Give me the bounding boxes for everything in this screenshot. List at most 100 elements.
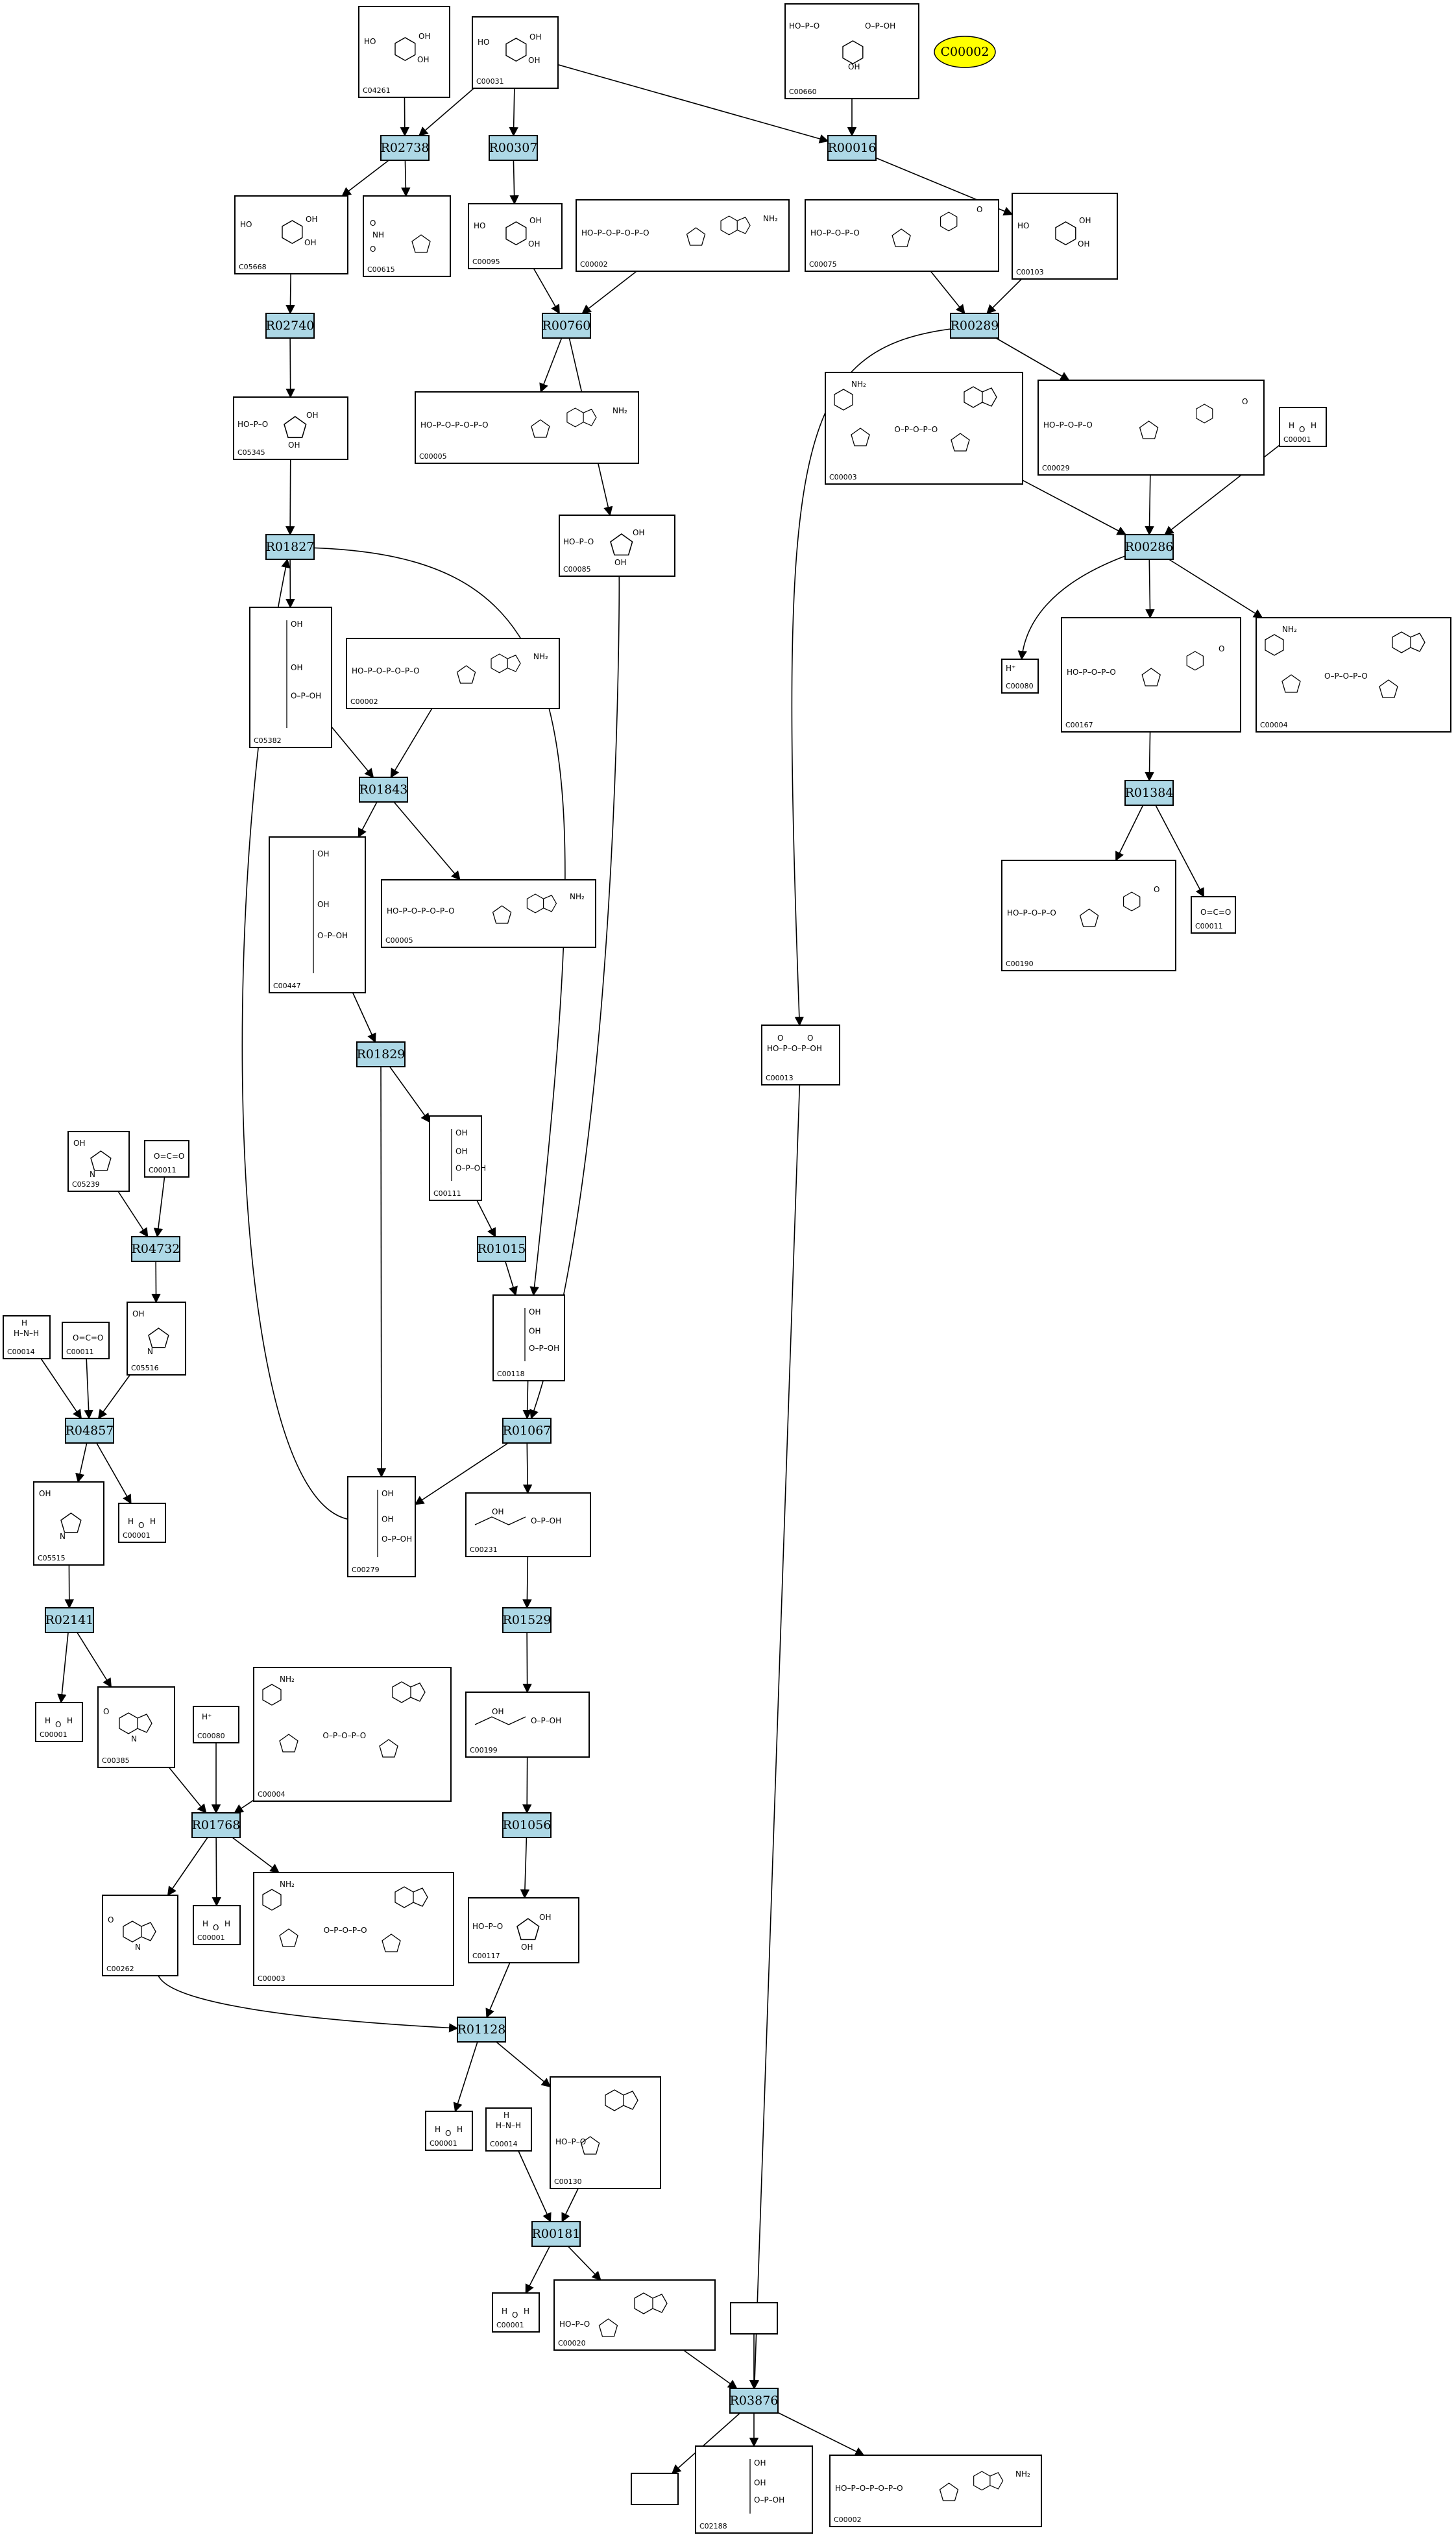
- reaction-R04732[interactable]: R04732: [131, 1236, 180, 1262]
- svg-text:HO–P–O: HO–P–O: [472, 1922, 503, 1931]
- compound-c00080a[interactable]: H⁺C00080: [1001, 659, 1039, 694]
- reaction-R01128[interactable]: R01128: [457, 2017, 506, 2043]
- reaction-R00307[interactable]: R00307: [489, 135, 538, 161]
- compound-cblank1[interactable]: [730, 2302, 778, 2335]
- reaction-R03876[interactable]: R03876: [729, 2388, 779, 2414]
- reaction-R04857[interactable]: R04857: [65, 1418, 114, 1444]
- reaction-R01827[interactable]: R01827: [265, 534, 315, 560]
- reaction-R00286[interactable]: R00286: [1124, 534, 1174, 560]
- reaction-R01384[interactable]: R01384: [1124, 780, 1174, 806]
- compound-box: [1001, 860, 1176, 971]
- reaction-R01768[interactable]: R01768: [191, 1812, 241, 1838]
- svg-text:O–P–OH: O–P–OH: [529, 1344, 559, 1353]
- edge-R01056-c00117: [520, 1837, 530, 1899]
- svg-text:O–P–OH: O–P–OH: [531, 1516, 561, 1525]
- compound-cblank2[interactable]: [631, 2473, 679, 2505]
- reaction-R00016[interactable]: R00016: [827, 135, 877, 161]
- compound-id-label: C00190: [1006, 960, 1034, 968]
- reaction-R02141[interactable]: R02141: [45, 1607, 94, 1633]
- reaction-R01829[interactable]: R01829: [356, 1041, 406, 1067]
- reaction-box: [950, 313, 999, 339]
- svg-text:N: N: [131, 1734, 137, 1743]
- compound-box: [233, 396, 348, 460]
- edge-c00002b-R01843: [390, 708, 433, 779]
- edge-R01384-c00190: [1115, 805, 1144, 862]
- reaction-R01067[interactable]: R01067: [502, 1418, 552, 1444]
- reaction-R01056[interactable]: R01056: [502, 1812, 552, 1838]
- reaction-R02738[interactable]: R02738: [380, 135, 430, 161]
- edge-c00075-R00289: [930, 271, 965, 315]
- edge-R01829-c00279: [376, 1066, 387, 1478]
- reaction-R00760[interactable]: R00760: [542, 313, 591, 339]
- reaction-label: R00286: [1125, 540, 1174, 554]
- reaction-R01529[interactable]: R01529: [502, 1607, 552, 1633]
- svg-text:OH: OH: [529, 1326, 540, 1335]
- reaction-R02740[interactable]: R02740: [265, 313, 315, 339]
- svg-text:NH₂: NH₂: [1282, 625, 1297, 634]
- svg-text:NH₂: NH₂: [570, 892, 585, 901]
- reaction-R00289[interactable]: R00289: [950, 313, 999, 339]
- reaction-R01015[interactable]: R01015: [477, 1236, 526, 1262]
- compound-id-label: C00011: [66, 1348, 94, 1356]
- compound-c00080b[interactable]: H⁺C00080: [193, 1706, 239, 1743]
- reaction-R01843[interactable]: R01843: [359, 777, 408, 803]
- svg-text:N: N: [135, 1943, 141, 1952]
- reaction-R00181[interactable]: R00181: [531, 2221, 581, 2247]
- svg-text:O: O: [777, 1034, 783, 1043]
- highlight-compound[interactable]: C00002: [934, 36, 996, 68]
- reaction-label: R02740: [266, 319, 315, 333]
